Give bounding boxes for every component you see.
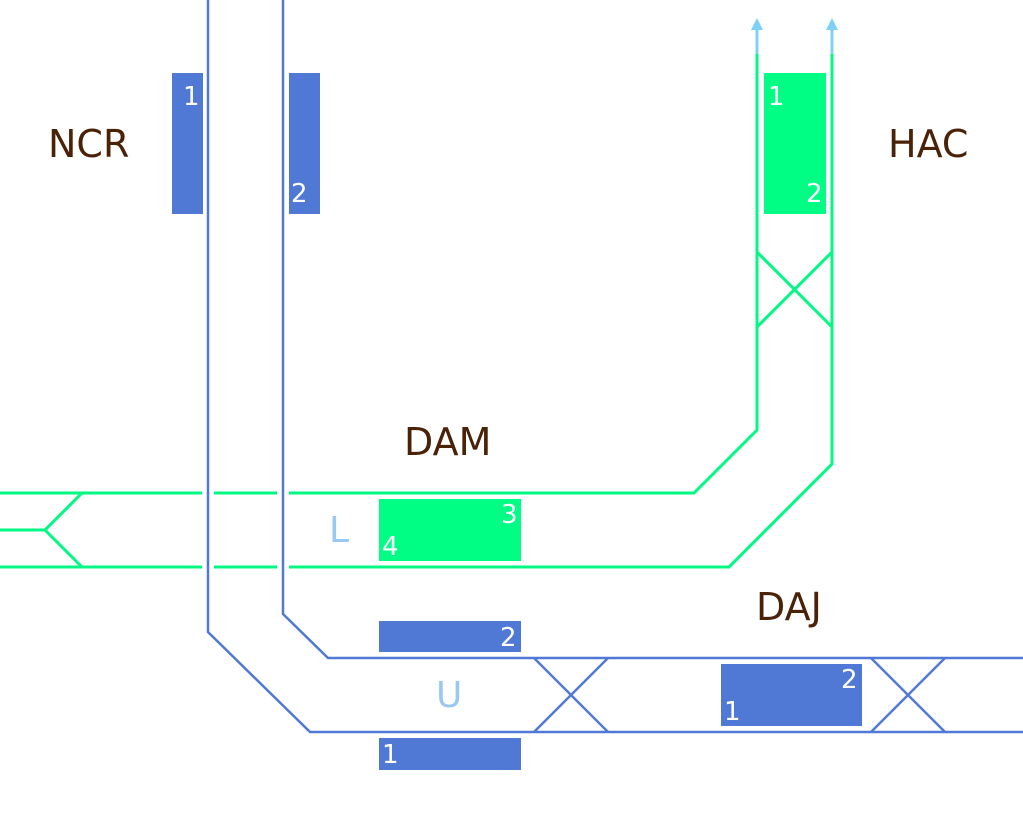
green-track-lower-seg3 xyxy=(289,40,834,569)
station-label-daj: DAJ xyxy=(756,585,822,629)
platform-ncr-2 xyxy=(289,73,320,214)
blue-crossover-2b xyxy=(870,657,946,733)
platform-number: 1 xyxy=(183,82,200,112)
platform-number: 2 xyxy=(500,623,517,653)
platform-number: 1 xyxy=(724,697,741,727)
platform-number: 1 xyxy=(768,82,785,112)
blue-crossover-1b xyxy=(533,657,609,733)
arrow-up-icon xyxy=(751,18,763,30)
station-label-hac: HAC xyxy=(888,122,968,166)
platform-number: 3 xyxy=(501,500,518,530)
station-label-ncr: NCR xyxy=(48,122,129,166)
platform-u-1 xyxy=(379,738,521,770)
platform-u-2 xyxy=(379,621,521,652)
arrow-up-icon xyxy=(826,18,838,30)
green-junction-west xyxy=(42,491,84,569)
platform-number: 1 xyxy=(382,740,399,770)
platform-dam xyxy=(379,499,521,561)
blue-track-east xyxy=(281,0,1023,660)
station-label-dam: DAM xyxy=(404,420,491,464)
line-label-green: L xyxy=(329,510,349,551)
platform-number: 2 xyxy=(806,179,823,209)
blue-track-west xyxy=(206,0,1023,734)
platform-number: 4 xyxy=(382,532,399,562)
green-crossover-b xyxy=(755,250,834,329)
platform-number: 2 xyxy=(291,179,308,209)
platform-number: 2 xyxy=(841,665,858,695)
line-label-blue: U xyxy=(436,675,462,716)
green-track-upper-seg3 xyxy=(289,40,759,495)
platform-hac xyxy=(764,73,826,214)
platform-daj xyxy=(721,664,862,726)
platform-ncr-1 xyxy=(172,73,203,214)
